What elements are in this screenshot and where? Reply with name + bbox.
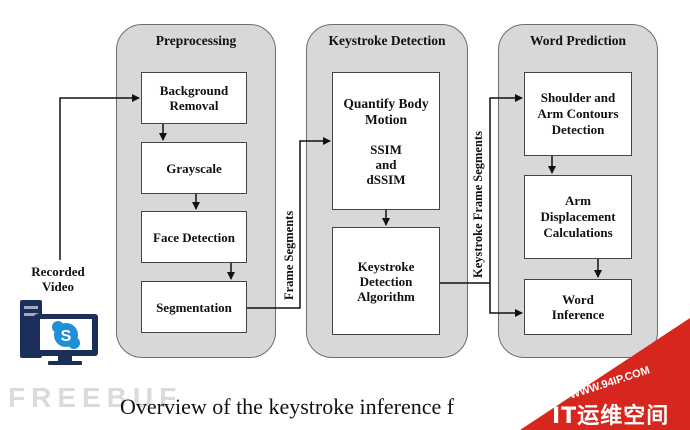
preprocessing-title: Preprocessing: [155, 33, 237, 48]
quantify-body-motion-label: Quantify Body Motion: [343, 95, 429, 127]
keystroke-algorithm-box: Keystroke Detection Algorithm: [332, 227, 440, 335]
grayscale-box: Grayscale: [141, 142, 247, 194]
watermark-red-corner: [520, 318, 690, 430]
segmentation-box: Segmentation: [141, 281, 247, 333]
figure-caption: Overview of the keystroke inference f: [120, 394, 455, 419]
background-removal-label: Background Removal: [159, 83, 229, 113]
keystroke-algorithm-label: Keystroke Detection Algorithm: [357, 258, 415, 304]
desktop-computer-icon: [20, 300, 98, 365]
watermark-chinese: IT运维空间: [552, 404, 670, 429]
svg-text:S: S: [61, 328, 72, 345]
dssim-label: dSSIM: [366, 171, 406, 187]
branch-to-inference-arrow: [489, 283, 523, 317]
video-to-background-arrow: [59, 94, 140, 260]
word-prediction-title: Word Prediction: [529, 33, 627, 48]
keystroke-frame-segments-label: Keystroke Frame Segments: [471, 131, 485, 278]
segmentation-label: Segmentation: [156, 299, 232, 315]
keystroke-detection-title: Keystroke Detection: [328, 33, 446, 48]
ssim-label: SSIM: [370, 141, 402, 157]
face-detection-box: Face Detection: [141, 211, 247, 263]
word-inference-box: Word Inference: [524, 279, 632, 335]
branch-to-shoulder-arrow: [489, 94, 523, 283]
segmentation-to-quantify-arrow: [247, 137, 331, 309]
skype-icon: S: [52, 321, 80, 349]
shoulder-arm-box: Shoulder and Arm Contours Detection: [524, 72, 632, 156]
word-inference-label: Word Inference: [551, 292, 605, 322]
grayscale-label: Grayscale: [166, 160, 222, 176]
recorded-video-label: Recorded Video: [31, 264, 85, 294]
arm-displacement-label: Arm Displacement Calculations: [540, 193, 616, 240]
background-removal-box: Background Removal: [141, 72, 247, 124]
arm-displacement-box: Arm Displacement Calculations: [524, 175, 632, 259]
shoulder-arm-label: Shoulder and Arm Contours Detection: [537, 90, 619, 137]
quantify-motion-box: Quantify Body Motion SSIM and dSSIM: [332, 72, 440, 210]
face-detection-label: Face Detection: [153, 229, 235, 245]
frame-segments-label: Frame Segments: [282, 210, 296, 300]
and-label: and: [375, 156, 397, 172]
freebuf-watermark: FREEBUF: [8, 382, 183, 413]
